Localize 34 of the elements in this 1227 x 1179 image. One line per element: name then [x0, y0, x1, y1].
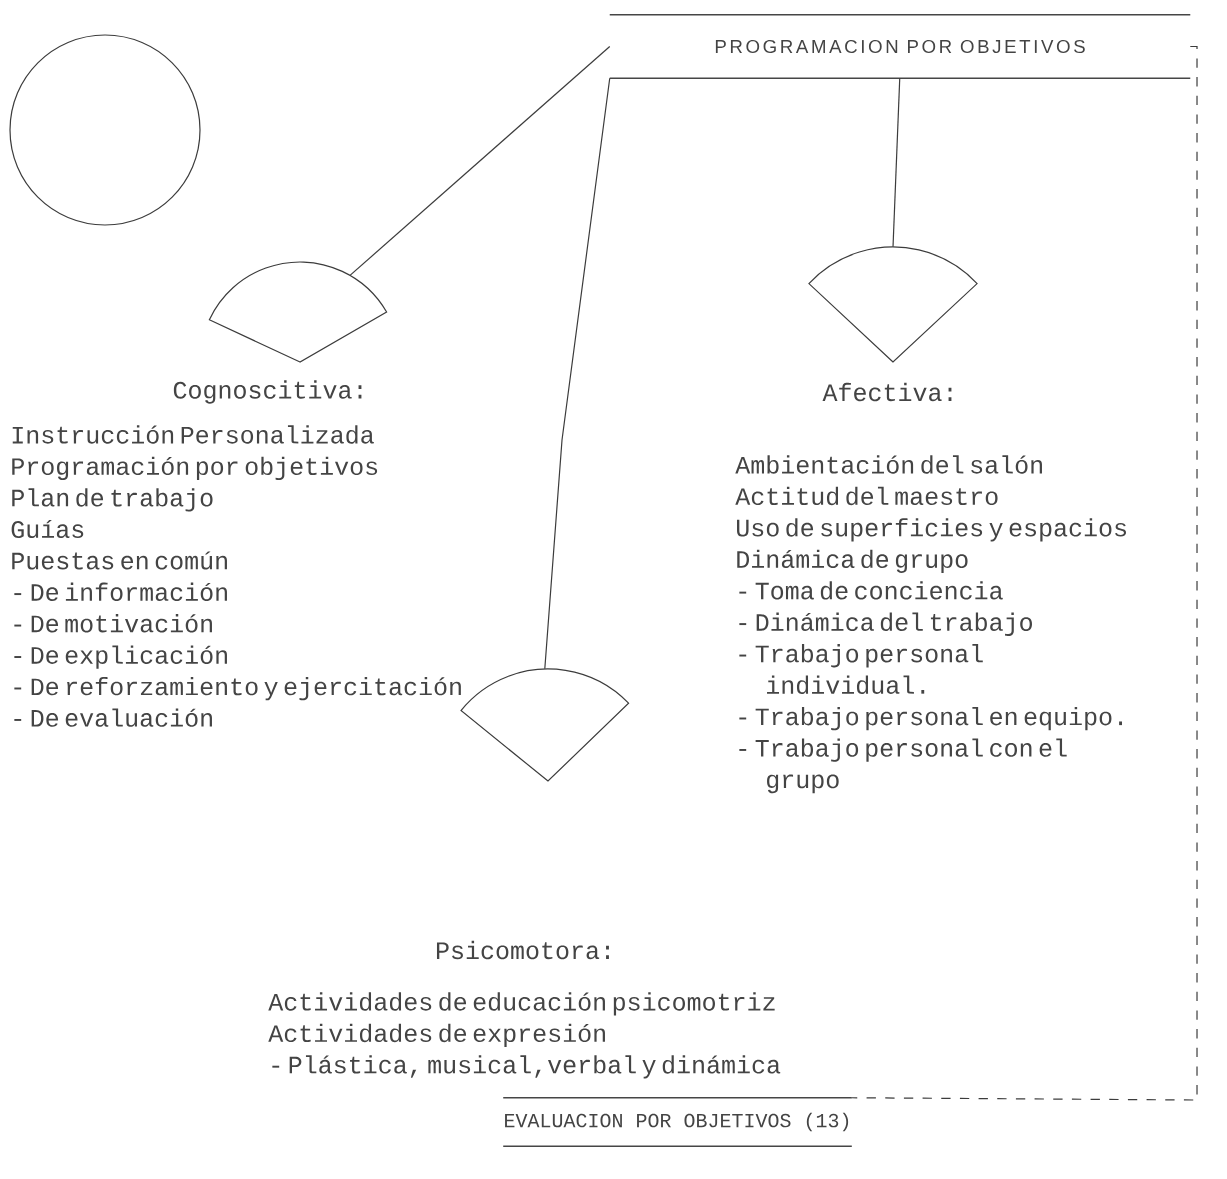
node-label: - Toma de conciencia [739, 581, 1003, 600]
connector-line [544, 77, 611, 670]
node-label: Instrucción Personalizada [12, 425, 374, 444]
node-label: Actitud del maestro [735, 486, 998, 506]
node-label: Dinámica de grupo [737, 549, 968, 573]
node-label: Ambientación del salón [735, 455, 1042, 474]
item-list: Actividades de educación psicomotriz Actividades de expresión - Plástica, musical,verbal y dinámica [268, 992, 781, 1079]
node-label: Plan de trabajo [12, 488, 213, 512]
node-label: - De reforzamiento y ejercitación [14, 676, 461, 701]
node-label: Guías [11, 519, 84, 539]
section-heading: Afectiva: [822, 382, 952, 402]
node-label: - Dinámica del trabajo [739, 612, 1033, 636]
node-label: Puestas en común [12, 551, 227, 570]
sector-shape [808, 246, 978, 363]
node-label: Uso de superficies y espacios [737, 518, 1126, 542]
node-label: - Trabajo personal en equipo. [739, 706, 1122, 731]
connector-line [349, 45, 611, 276]
sector-shape [460, 668, 630, 782]
circle-shape [9, 34, 201, 226]
title-band: PROGRAMACION POR OBJETIVOS [608, 13, 1192, 80]
section-heading: Psicomotora: [437, 940, 609, 960]
title-band: EVALUACION POR OBJETIVOS (13) [502, 1096, 853, 1148]
node-label: - Trabajo personal con el grupo [739, 738, 1067, 794]
node-label: - De evaluación [14, 708, 212, 727]
sector-shape [208, 261, 388, 363]
node-label: - De motivación [14, 614, 212, 633]
node-label: Programación por objetivos [12, 456, 378, 481]
node-label: - Trabajo personal individual. [739, 644, 983, 694]
item-list: Ambientación del salón Actitud del maestro Uso de superficies y espacios Dinámica de grupo - Toma de conciencia - Dinámica del trabajo - Trabajo personal individual. - Trabajo personal en equipo. - Trabajo personal con el grupo [735, 455, 1126, 794]
item-list: Instrucción Personalizada Programación por objetivos Plan de trabajo Guías Puestas en común - De información - De motivación - De explicación - De reforzamiento y ejercitación - De evaluación [11, 425, 461, 727]
node-label: - De explicación [14, 645, 227, 669]
connector-line [892, 77, 901, 248]
node-label: - De información [14, 582, 227, 601]
section-heading: Cognoscitiva: [173, 380, 362, 404]
